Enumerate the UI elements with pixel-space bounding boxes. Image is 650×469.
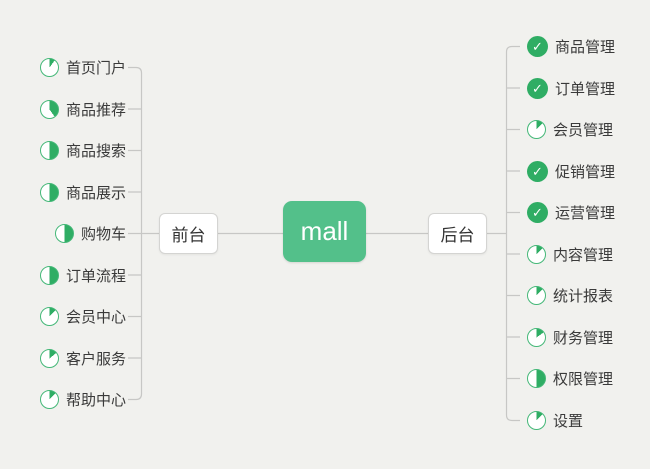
mindmap-item[interactable]: 订单流程 xyxy=(39,263,126,287)
progress-pie-icon xyxy=(39,99,59,119)
check-done-icon: ✓ xyxy=(527,202,548,224)
mindmap-item[interactable]: 客户服务 xyxy=(39,346,126,370)
item-label: 财务管理 xyxy=(553,329,614,347)
item-label: 客户服务 xyxy=(65,350,126,368)
progress-pie-icon xyxy=(39,141,59,160)
item-label: 商品搜索 xyxy=(65,143,126,160)
item-label: 内容管理 xyxy=(553,246,614,264)
mindmap-item[interactable]: 会员中心 xyxy=(39,305,126,329)
item-label: 促销管理 xyxy=(555,163,616,181)
mindmap-item[interactable]: 会员管理 xyxy=(527,118,613,142)
branch-node-label: 前台 xyxy=(171,226,206,245)
item-label: 订单管理 xyxy=(555,80,616,98)
item-label: 首页门户 xyxy=(65,60,126,77)
mindmap-item[interactable]: 统计报表 xyxy=(527,284,613,308)
mindmap-item[interactable]: 首页门户 xyxy=(39,56,126,80)
root-node-mall[interactable]: mall xyxy=(283,201,366,262)
item-label: 商品推荐 xyxy=(65,101,126,119)
progress-pie-icon xyxy=(39,182,59,202)
mindmap-item[interactable]: 商品展示 xyxy=(39,180,126,204)
progress-pie-icon xyxy=(39,58,59,77)
mindmap-item[interactable]: ✓ 运营管理 xyxy=(527,201,615,225)
mindmap-item[interactable]: 设置 xyxy=(527,408,583,432)
progress-pie-icon xyxy=(39,348,59,368)
check-done-icon: ✓ xyxy=(527,36,548,57)
item-label: 商品展示 xyxy=(65,184,126,202)
branch-node-frontend[interactable]: 前台 xyxy=(159,213,218,254)
progress-pie-icon xyxy=(527,369,546,389)
item-label: 会员管理 xyxy=(553,122,614,140)
branch-node-backend[interactable]: 后台 xyxy=(428,213,487,254)
item-label: 统计报表 xyxy=(553,288,614,306)
progress-pie-icon xyxy=(39,265,59,285)
right-branch-connector xyxy=(505,45,520,422)
check-done-icon: ✓ xyxy=(527,77,548,99)
root-node-label: mall xyxy=(300,216,349,246)
progress-pie-icon xyxy=(527,244,546,264)
item-label: 商品管理 xyxy=(555,39,616,56)
mindmap-item[interactable]: ✓ 商品管理 xyxy=(527,35,615,59)
branch-node-label: 后台 xyxy=(440,226,475,245)
item-label: 运营管理 xyxy=(555,205,616,223)
check-done-icon: ✓ xyxy=(527,160,548,182)
mindmap-item[interactable]: ✓ 订单管理 xyxy=(527,76,615,100)
item-label: 订单流程 xyxy=(65,267,126,285)
mindmap-item[interactable]: 权限管理 xyxy=(527,367,613,391)
item-label: 帮助中心 xyxy=(65,392,126,409)
progress-pie-icon xyxy=(527,286,546,306)
mindmap-item[interactable]: 购物车 xyxy=(54,222,126,246)
mindmap-item[interactable]: 商品搜索 xyxy=(39,139,126,163)
progress-pie-icon xyxy=(527,410,546,430)
progress-pie-icon xyxy=(39,307,59,326)
item-label: 购物车 xyxy=(80,226,126,243)
progress-pie-icon xyxy=(54,224,74,243)
mindmap-item[interactable]: 商品推荐 xyxy=(39,97,126,121)
item-label: 权限管理 xyxy=(553,371,614,389)
left-branch-connector xyxy=(128,66,159,401)
progress-pie-icon xyxy=(527,327,546,347)
mindmap-item[interactable]: 内容管理 xyxy=(527,242,613,266)
mindmap-item[interactable]: ✓ 促销管理 xyxy=(527,159,615,183)
item-label: 会员中心 xyxy=(65,309,126,326)
progress-pie-icon xyxy=(39,390,59,409)
mindmap-item[interactable]: 帮助中心 xyxy=(39,388,126,412)
mindmap-item[interactable]: 财务管理 xyxy=(527,325,613,349)
progress-pie-icon xyxy=(527,120,546,140)
item-label: 设置 xyxy=(553,412,584,430)
